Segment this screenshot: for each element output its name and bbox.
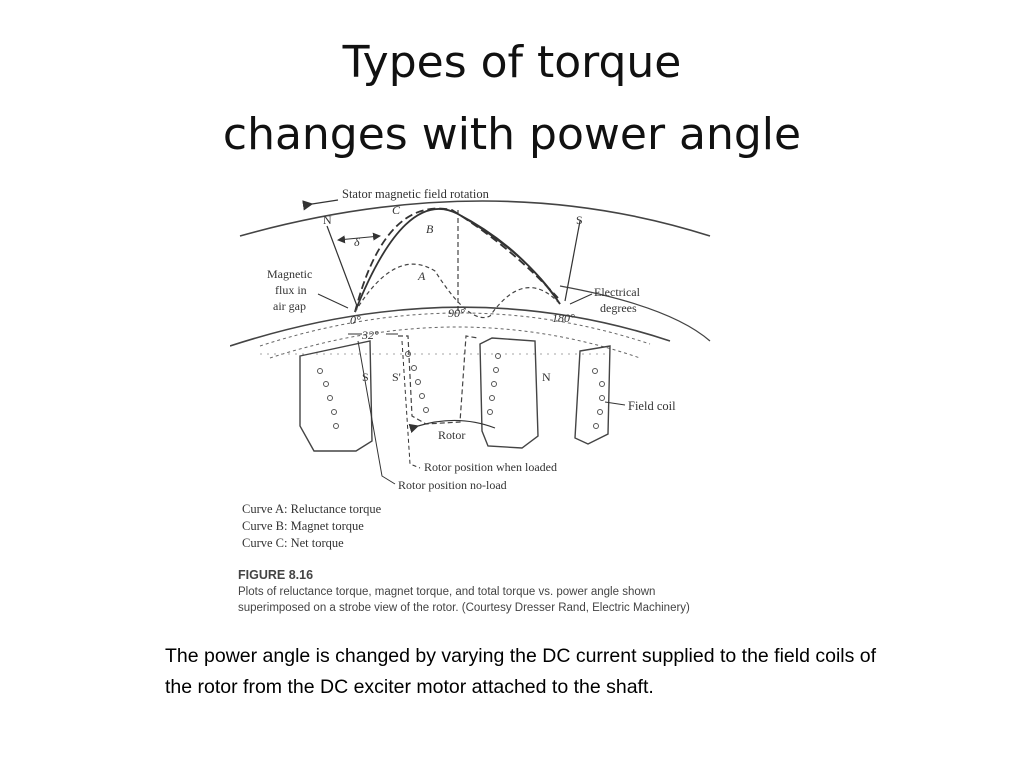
stator-pole-s-line <box>564 220 581 302</box>
figure-number: FIGURE 8.16 <box>238 568 313 582</box>
deg-90-label: 90° <box>448 306 465 320</box>
curve-a <box>354 263 561 318</box>
elec-label-line2: degrees <box>600 301 637 315</box>
curve-solid-b-right <box>457 213 561 305</box>
motor-diagram: Stator magnetic field rotation N S δ C B… <box>230 187 711 614</box>
curve-b-label: B <box>426 222 434 236</box>
stator-pole-n-line <box>326 225 358 307</box>
stator-rotation-label: Stator magnetic field rotation <box>342 187 490 201</box>
slide-title-line2: changes with power angle <box>222 109 802 160</box>
elec-leader-line <box>569 293 593 305</box>
slide-body-text: The power angle is changed by varying th… <box>165 645 877 698</box>
legend-curve-a: Curve A: Reluctance torque <box>242 502 382 516</box>
rotor-pole-left <box>299 340 373 452</box>
stator-pole-s-label: S <box>576 213 583 227</box>
deg-180-label: 180° <box>552 311 575 325</box>
deg-32-label: 32° <box>361 328 379 342</box>
rotor-pole-center <box>479 337 539 449</box>
stator-outer-arc <box>239 200 711 237</box>
rotor-s-prime-label: S' <box>392 370 401 384</box>
stator-inner-arc <box>230 306 671 347</box>
stator-rotation-arrow <box>302 199 339 211</box>
rotor-noload-leader <box>357 340 396 485</box>
slide-title-line1: Types of torque <box>342 37 682 88</box>
flux-label-line1: Magnetic <box>267 267 312 281</box>
delta-label: δ <box>354 235 360 249</box>
field-coil-label: Field coil <box>628 399 676 413</box>
airgap-lower <box>269 326 641 359</box>
figure-caption-line1: Plots of reluctance torque, magnet torqu… <box>238 586 655 598</box>
stator-pole-n-label: N <box>323 213 332 227</box>
rotor-label: Rotor <box>438 428 465 442</box>
rotor-rotation-arrow <box>408 419 496 434</box>
rotor-loaded-label: Rotor position when loaded <box>424 460 557 474</box>
rotor-noload-label: Rotor position no-load <box>398 478 507 492</box>
rotor-loaded-leader <box>401 340 421 469</box>
rotor-pole-right <box>574 345 611 445</box>
elec-label-line1: Electrical <box>594 285 641 299</box>
stator-inner-arc-right <box>559 285 711 342</box>
torque-figure: Stator magnetic field rotation N S δ C B… <box>230 176 800 621</box>
flux-label-line3: air gap <box>273 299 306 313</box>
flux-label-line2: flux in <box>275 283 307 297</box>
rotor-n-label: N <box>542 370 551 384</box>
curve-a-label: A <box>417 269 426 283</box>
legend-curve-b: Curve B: Magnet torque <box>242 519 364 533</box>
curve-c-label: C <box>392 203 401 217</box>
curve-c <box>354 207 559 313</box>
field-coil-leader <box>604 401 626 406</box>
delta-arrow <box>337 232 381 244</box>
field-coil-dots <box>317 351 605 429</box>
deg-0-label: 0° <box>350 313 361 327</box>
airgap-upper <box>259 312 651 347</box>
rotor-s-label: S <box>362 370 369 384</box>
legend-curve-c: Curve C: Net torque <box>242 536 344 550</box>
flux-leader-line <box>317 293 349 309</box>
rotor-pole-left-dashed <box>398 335 479 425</box>
figure-caption-line2: superimposed on a strobe view of the rot… <box>238 602 690 614</box>
